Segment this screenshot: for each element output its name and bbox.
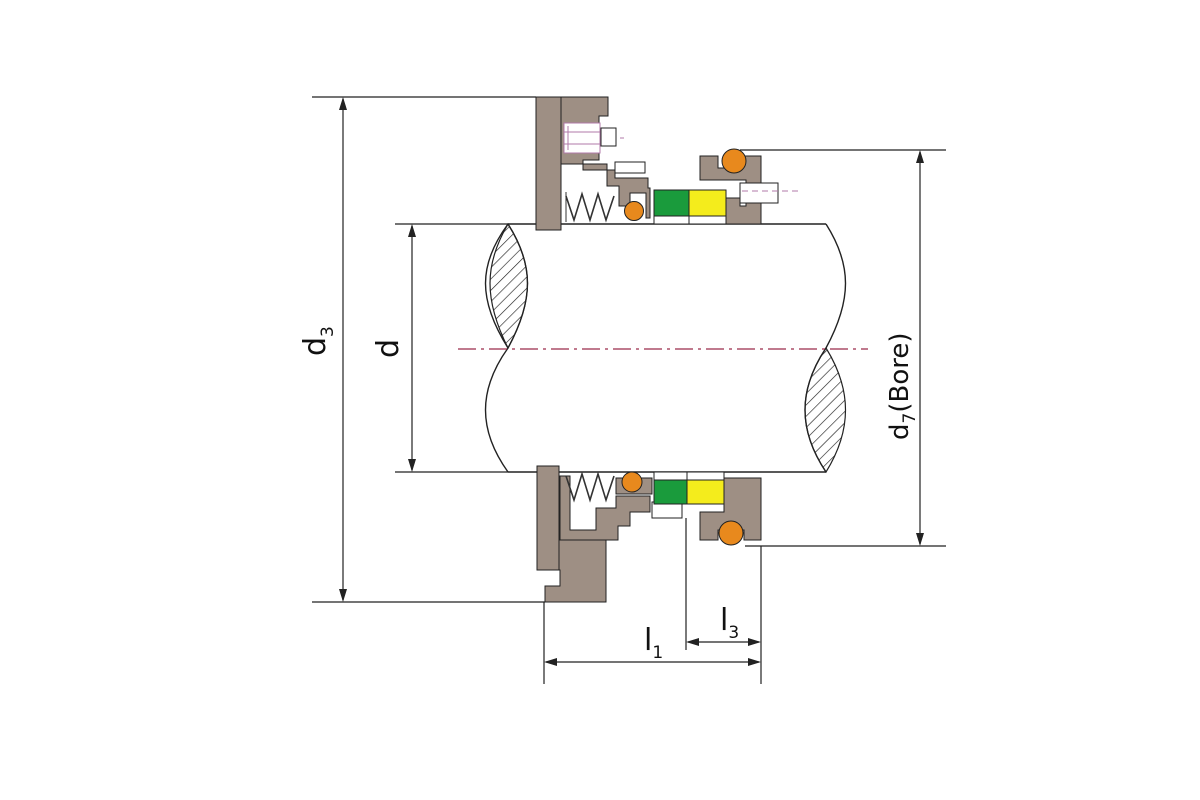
shaft-left-hatch	[489, 222, 529, 350]
d3-arrow-top	[339, 97, 347, 110]
rotary-face-base-bottom	[653, 471, 688, 481]
oring-stationary-bottom	[718, 520, 744, 546]
d-arrow-bottom	[408, 459, 416, 472]
dimensions	[312, 96, 946, 684]
d3-arrow-bottom	[339, 589, 347, 602]
d-arrow-top	[408, 224, 416, 237]
oring-stationary-top	[721, 148, 747, 174]
label-l3: l3	[720, 603, 739, 643]
screw-head-top	[600, 127, 617, 147]
spring-top	[565, 191, 615, 223]
oring-rotary-bottom	[621, 471, 643, 493]
rotary-face-green-top	[653, 189, 690, 217]
stationary-face-yellow-bottom	[686, 479, 725, 505]
label-d7-bore: d7(Bore)	[885, 333, 920, 441]
gland-plate-bottom	[536, 465, 560, 571]
spring-bottom	[565, 471, 615, 503]
d7-arrow-bottom	[916, 533, 924, 546]
seal-bottom-half	[536, 465, 762, 603]
l1-arrow-left	[544, 658, 557, 666]
stationary-face-base-top	[688, 215, 727, 225]
key-slot-top	[614, 161, 646, 174]
anti-rotation-pin-top	[739, 182, 779, 204]
rotary-face-base-top	[653, 215, 690, 225]
collar-top	[560, 96, 651, 219]
label-d: d	[371, 339, 406, 358]
shaft	[458, 222, 868, 474]
shaft-right-hatch	[804, 346, 847, 474]
l3-arrow-left	[686, 638, 699, 646]
arrowheads	[339, 97, 924, 666]
l1-arrow-right	[748, 658, 761, 666]
set-screw-top-outer	[563, 122, 601, 154]
label-d3: d3	[298, 326, 338, 356]
collar-bottom	[559, 475, 651, 541]
d7-arrow-top	[916, 150, 924, 163]
label-l1: l1	[644, 623, 663, 663]
l3-arrow-right	[748, 638, 761, 646]
seal-top-half	[535, 96, 802, 231]
rotary-face-green-bottom	[653, 479, 688, 505]
stationary-face-yellow-top	[688, 189, 727, 217]
gland-foot-bottom	[544, 539, 607, 603]
seat-housing-bottom	[699, 477, 762, 541]
stationary-face-base-bottom	[686, 471, 725, 481]
gland-plate-top	[535, 96, 562, 231]
shaft-left-break-outer	[484, 223, 509, 349]
oring-rotary-top	[624, 201, 644, 221]
